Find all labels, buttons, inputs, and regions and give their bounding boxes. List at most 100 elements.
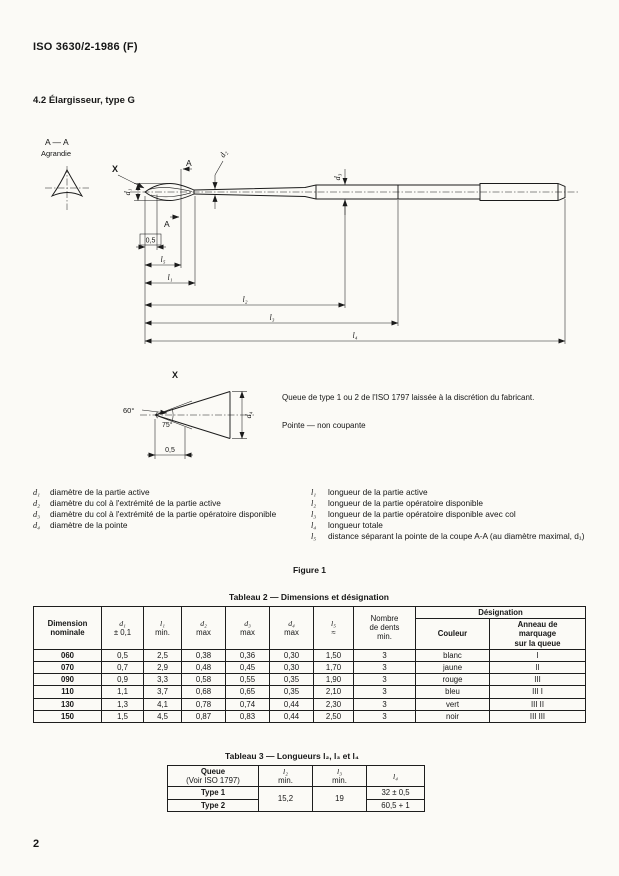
cell: 0,44 (269, 697, 314, 711)
cell: 0,9 (101, 673, 144, 687)
cell: 0,7 (101, 660, 144, 675)
cell: vert (415, 697, 490, 711)
note-pointe: Pointe — non coupante (282, 421, 366, 430)
d2-label: d₂ (218, 149, 229, 159)
legend-symbol: d₁ (33, 488, 41, 497)
legend: d₁ diamètre de la partie active d₂ diamè… (33, 487, 599, 542)
l4-label: l₄ (352, 331, 357, 340)
cell: 15,2 (258, 786, 313, 812)
angle-60-label: 60° (123, 406, 134, 415)
length-dimensions: 0,5 l₅ l₁ l₂ l₃ l₄ (136, 194, 566, 344)
cell: rouge (415, 673, 490, 687)
d3-label: d₃ (333, 173, 342, 180)
legend-symbol: d₃ (33, 510, 41, 519)
legend-item: l₃ longueur de la partie opératoire disp… (311, 509, 599, 520)
cell: 0,55 (225, 673, 270, 687)
l2-label: l₂ (242, 295, 247, 304)
table-row: 130 1,3 4,1 0,78 0,74 0,44 2,30 3 vert I… (33, 697, 586, 711)
detail-dim-0-5-label: 0,5 (165, 447, 175, 454)
cell: 2,50 (313, 709, 354, 723)
instrument-drawing (130, 183, 578, 201)
d1-label: d₁ (123, 188, 132, 195)
legend-item: d₃ diamètre du col à l'extrémité de la p… (33, 509, 305, 520)
dim-0-5-label: 0,5 (146, 238, 156, 245)
table-row: 060 0,5 2,5 0,38 0,36 0,30 1,50 3 blanc … (33, 648, 586, 662)
cell: bleu (415, 685, 490, 699)
legend-text: longueur de la partie opératoire disponi… (328, 498, 483, 508)
cell: 0,78 (181, 697, 226, 711)
cell: III II (489, 697, 586, 711)
legend-text: diamètre de la partie active (50, 487, 150, 497)
section-title: 4.2 Élargisseur, type G (33, 95, 135, 106)
cell: Type 1 (167, 786, 259, 800)
cell: jaune (415, 660, 490, 675)
page-number: 2 (33, 838, 40, 850)
legend-text: longueur de la partie active (328, 487, 428, 497)
cell: Type 2 (167, 798, 259, 812)
detail-x-callout: X (112, 164, 145, 189)
diameter-dimensions: d₁ d₂ d₃ (123, 149, 348, 215)
angle-75-label: 75° (162, 421, 173, 429)
cell: 3 (353, 709, 416, 723)
cell: 2,30 (313, 697, 354, 711)
table-row: 110 1,1 3,7 0,68 0,65 0,35 2,10 3 bleu I… (33, 685, 586, 699)
cell: I (489, 648, 586, 662)
section-label: A — A (45, 137, 69, 147)
cell: 0,36 (225, 648, 270, 662)
legend-symbol: l₃ (311, 510, 317, 519)
cell: 0,30 (269, 660, 314, 675)
legend-item: l₅ distance séparant la pointe de la cou… (311, 531, 599, 542)
table-row: 150 1,5 4,5 0,87 0,83 0,44 2,50 3 noir I… (33, 709, 586, 723)
legend-text: diamètre de la pointe (50, 520, 128, 530)
l3-label: l₃ (269, 313, 274, 322)
cell: 1,5 (101, 709, 144, 723)
cell: 4,5 (143, 709, 182, 723)
cell: 0,48 (181, 660, 226, 675)
col-queue: Queue(Voir ISO 1797) (167, 764, 259, 788)
legend-symbol: l₄ (311, 521, 317, 530)
detail-x-label: X (112, 164, 118, 174)
cell: 0,65 (225, 685, 270, 699)
col-designation: Désignation (415, 605, 586, 620)
detail-x-title: X (172, 370, 178, 380)
cell: 0,45 (225, 660, 270, 675)
cell: 0,68 (181, 685, 226, 699)
legend-text: diamètre du col à l'extrémité de la part… (50, 509, 277, 519)
cross-section-a-a: A — A Agrandie (41, 137, 89, 210)
cell: 60,5 + 1 (366, 798, 425, 812)
d4-label: d₄ (244, 411, 253, 418)
table-row: Type 2 60,5 + 1 (167, 798, 425, 812)
cell: 3,3 (143, 673, 182, 687)
cell: 060 (33, 648, 102, 662)
section-sublabel: Agrandie (41, 149, 71, 158)
cut-letter-top: A (186, 158, 192, 168)
table-row: 090 0,9 3,3 0,58 0,55 0,35 1,90 3 rouge … (33, 673, 586, 687)
cell: 1,3 (101, 697, 144, 711)
detail-x-drawing: X 60° 75° d₄ 0,5 (123, 370, 254, 459)
legend-text: longueur totale (328, 520, 383, 530)
cell: 3 (353, 660, 416, 675)
cell: 32 ± 0,5 (366, 786, 425, 800)
cell: 1,70 (313, 660, 354, 675)
cell: 0,30 (269, 648, 314, 662)
cell: blanc (415, 648, 490, 662)
cell: III I (489, 685, 586, 699)
legend-item: d₁ diamètre de la partie active (33, 487, 305, 498)
cell: 1,1 (101, 685, 144, 699)
cell: 2,9 (143, 660, 182, 675)
cell: 1,90 (313, 673, 354, 687)
cell: III III (489, 709, 586, 723)
legend-text: longueur de la partie opératoire disponi… (328, 509, 516, 519)
l1-label: l₁ (167, 273, 172, 282)
cell: 110 (33, 685, 102, 699)
